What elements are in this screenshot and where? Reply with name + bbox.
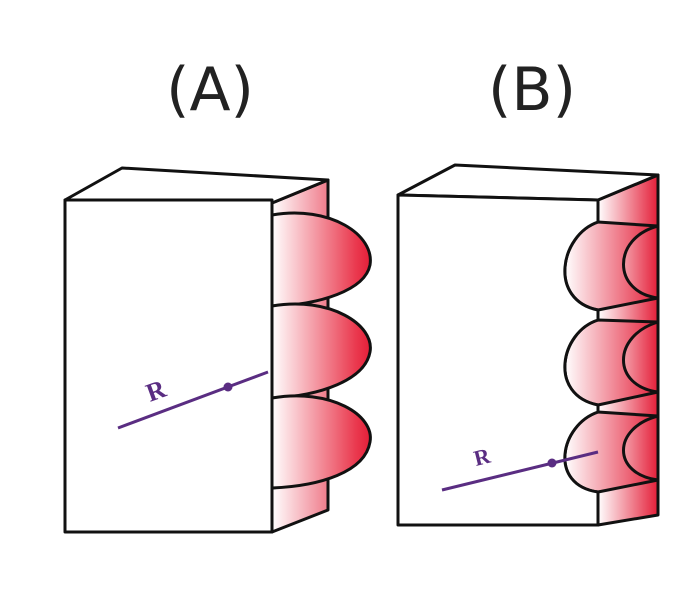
block-a-radius-line	[117, 370, 269, 430]
panel-b-label: (B)	[488, 55, 576, 125]
block-a-radius-center	[223, 382, 233, 392]
block-b-radius-center	[547, 458, 557, 468]
block-a-front-face	[63, 198, 274, 534]
panel-a-label: (A)	[166, 55, 254, 125]
block-a-lobe-3	[270, 394, 372, 490]
block-a: R	[63, 166, 372, 534]
block-b: R	[396, 163, 660, 527]
block-b-radius-line	[441, 450, 599, 492]
block-a-top-face	[63, 166, 330, 205]
block-a-lobe-1	[270, 211, 372, 308]
block-b-front-face	[396, 193, 600, 527]
block-a-lobe-2	[270, 302, 372, 400]
block-b-radius-label: R	[471, 442, 494, 470]
